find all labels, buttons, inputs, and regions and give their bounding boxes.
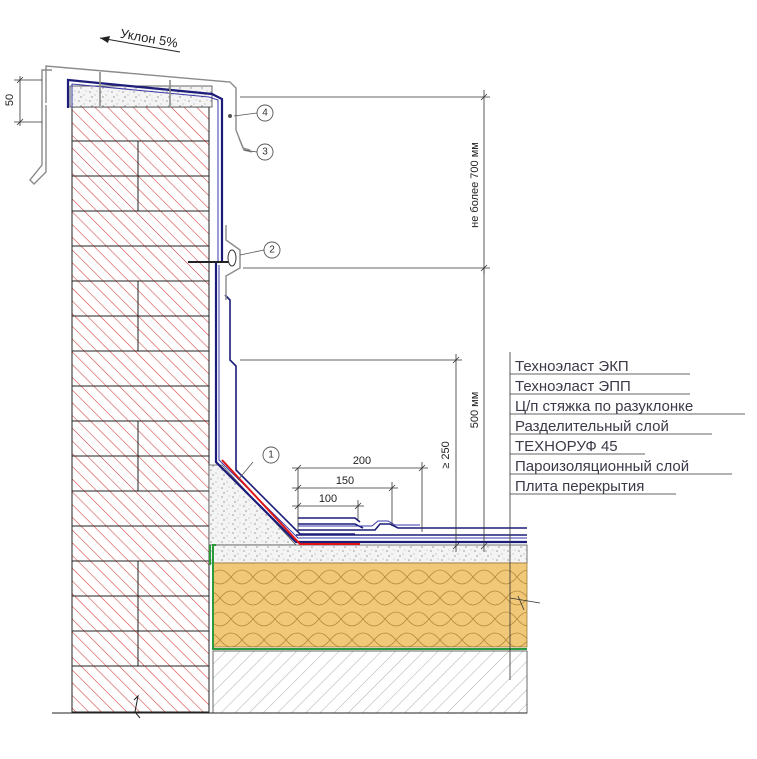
dim-overlap-150: 150 — [336, 475, 354, 487]
legend-item: Пароизоляционный слой — [515, 458, 689, 475]
legend-item: ТЕХНОРУФ 45 — [515, 438, 618, 455]
legend-leaders — [509, 352, 745, 680]
waterproofing-membranes — [66, 78, 527, 545]
legend-item: Техноэласт ЭПП — [515, 378, 631, 395]
wall-anchor — [188, 249, 237, 267]
layer-legend: Техноэласт ЭКП Техноэласт ЭПП Ц/п стяжка… — [515, 358, 693, 495]
callout-1: 1 — [262, 446, 280, 464]
dimension-lines — [14, 76, 490, 552]
brick-parapet-wall — [71, 106, 210, 719]
metal-coping — [29, 65, 253, 300]
legend-item: Разделительный слой — [515, 418, 669, 435]
dim-top-gap: 50 — [4, 94, 16, 106]
parapet-cap-screed — [69, 85, 213, 108]
cement-screed-layer — [208, 544, 528, 564]
svg-text:1: 1 — [268, 450, 274, 461]
callout-leaders — [233, 112, 265, 481]
vapor-barrier — [209, 544, 527, 650]
floor-slab — [212, 650, 528, 714]
callout-4-dot — [228, 114, 232, 118]
legend-item: Ц/п стяжка по разуклонке — [515, 398, 693, 415]
dim-fillet-height: ≥ 250 — [440, 441, 452, 468]
svg-text:4: 4 — [262, 108, 268, 119]
mineral-wool-insulation — [212, 562, 528, 648]
dim-overlap-100: 100 — [319, 493, 337, 505]
svg-text:3: 3 — [262, 147, 268, 158]
fillet-screed — [208, 464, 297, 546]
dim-overlap-200: 200 — [353, 455, 371, 467]
callout-4: 4 — [256, 104, 274, 122]
dim-min-height: 500 мм — [469, 392, 481, 429]
slope-arrow — [99, 36, 181, 53]
legend-item: Плита перекрытия — [515, 478, 644, 495]
fasteners — [99, 72, 171, 106]
svg-text:2: 2 — [269, 245, 275, 256]
dim-max-height: не более 700 мм — [469, 142, 481, 228]
callout-2: 2 — [263, 241, 281, 259]
callout-3: 3 — [256, 143, 274, 161]
legend-item: Техноэласт ЭКП — [515, 358, 629, 375]
